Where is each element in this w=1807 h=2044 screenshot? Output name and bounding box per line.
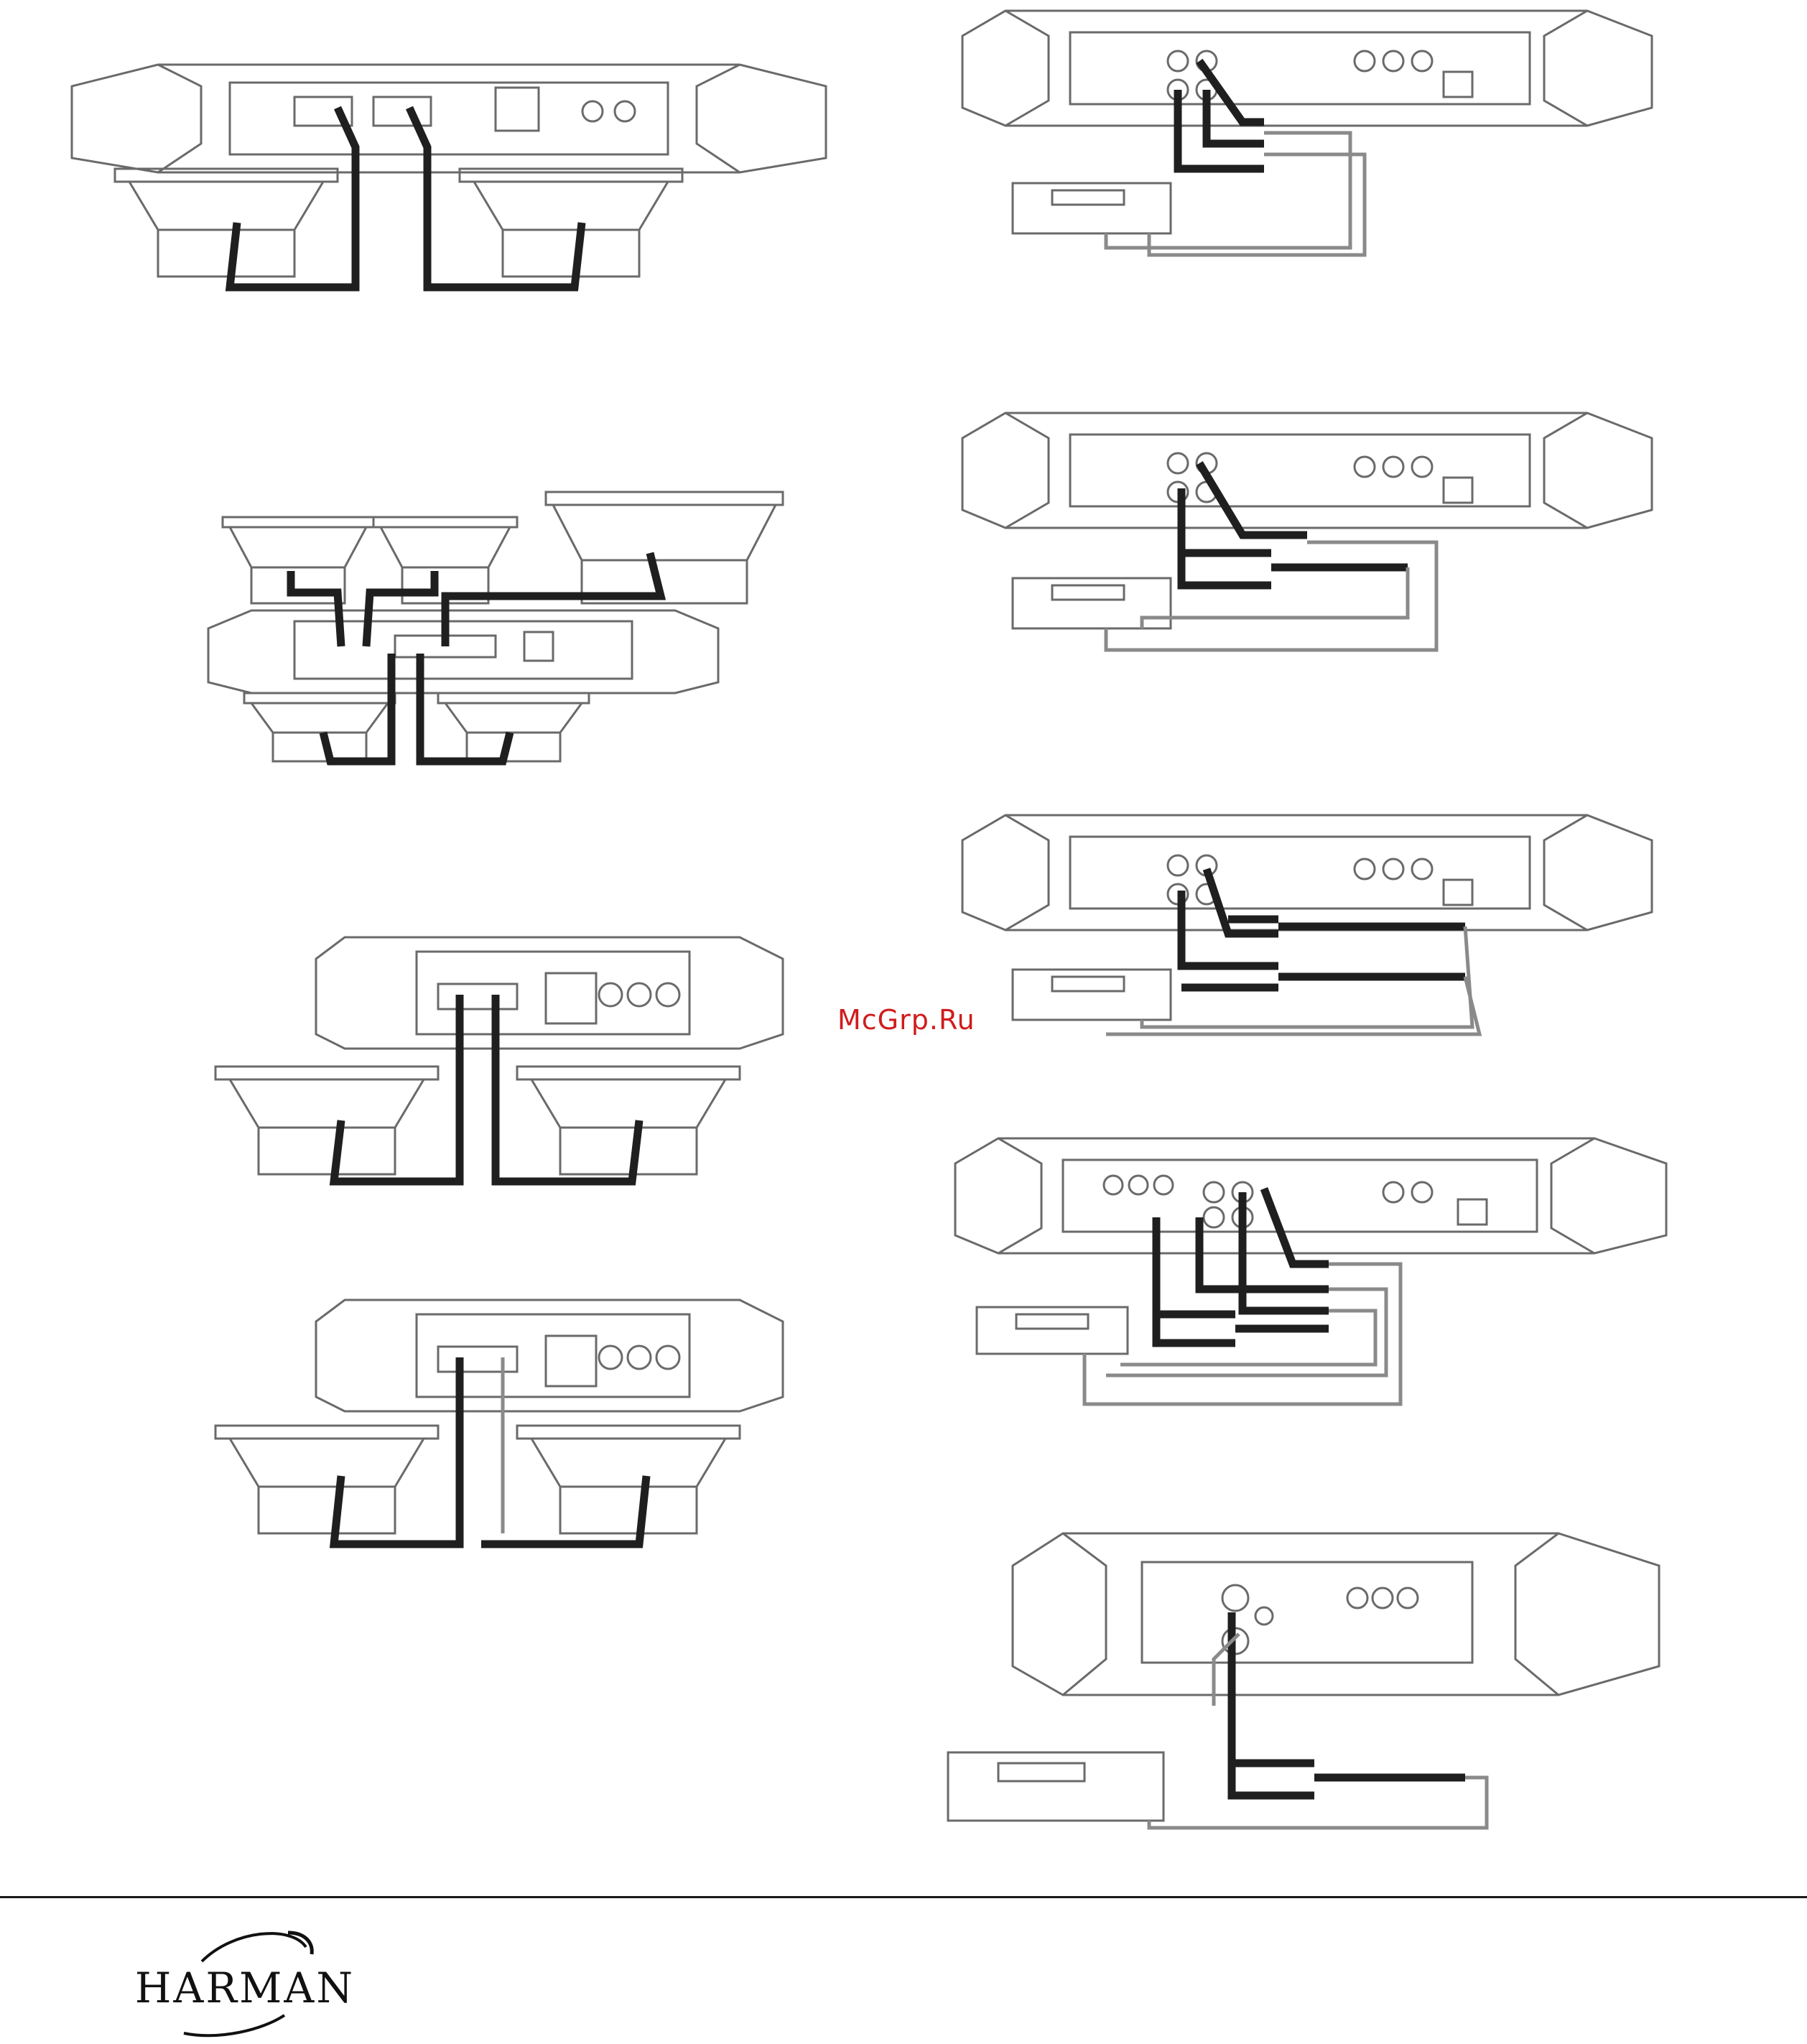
amplifier-icon: [962, 413, 1652, 528]
subwoofer-right-icon: [517, 1426, 740, 1533]
speaker-top-right-icon: [546, 492, 783, 603]
two-subwoofer-wiring-top-diagram: [108, 43, 826, 302]
rca-cable: [1178, 90, 1264, 169]
harman-logo-text: HARMAN: [134, 1964, 356, 2012]
head-unit-rca-dual-y-adapter-diagram: [962, 812, 1652, 1056]
amplifier-icon: [72, 65, 826, 172]
rca-cable: [1181, 891, 1278, 988]
speaker-wire: [334, 1357, 460, 1544]
two-subwoofer-wiring-bottom-diagram: [208, 1296, 783, 1555]
speaker-wire: [323, 654, 391, 761]
amplifier-icon: [1013, 1533, 1659, 1695]
head-unit-icon: [977, 1307, 1128, 1354]
rca-cable: [1207, 869, 1278, 934]
head-unit-icon: [1013, 578, 1171, 628]
head-unit-rca-mono-diagram: [941, 1523, 1666, 1839]
rca-cable: [1232, 1612, 1314, 1796]
amplifier-icon: [316, 1300, 783, 1411]
subwoofer-right-icon: [460, 169, 682, 277]
amplifier-icon: [208, 610, 718, 693]
speaker-wire: [420, 654, 510, 761]
rca-cable-light: [1106, 542, 1436, 650]
subwoofer-left-icon: [215, 1067, 438, 1174]
speaker-bottom-left-icon: [244, 693, 395, 761]
rca-cable: [1278, 926, 1465, 977]
head-unit-icon: [1013, 183, 1171, 233]
amplifier-icon: [316, 937, 783, 1049]
speaker-wire: [291, 571, 341, 646]
head-unit-icon: [1013, 970, 1171, 1020]
head-unit-rca-y-adapter-diagram: [962, 409, 1652, 661]
four-speaker-wiring-diagram: [215, 488, 790, 768]
speaker-wire: [409, 108, 582, 287]
head-unit-rca-four-channel-diagram: [962, 7, 1652, 259]
two-subwoofer-wiring-middle-diagram: [208, 934, 783, 1192]
watermark-text: McGrp.Ru: [837, 1004, 975, 1036]
rca-cable: [1199, 463, 1307, 535]
harman-logo: HARMAN: [134, 1922, 356, 2044]
amplifier-icon: [955, 1138, 1666, 1253]
head-unit-rca-six-channel-diagram: [955, 1135, 1666, 1422]
speaker-wire: [334, 995, 460, 1181]
subwoofer-left-icon: [115, 169, 338, 277]
rca-cable-light: [1149, 1778, 1487, 1828]
amplifier-icon: [962, 815, 1652, 930]
rca-cable-light: [1106, 133, 1350, 248]
footer-divider: [0, 1896, 1807, 1898]
subwoofer-right-icon: [517, 1067, 740, 1174]
head-unit-icon: [948, 1752, 1163, 1821]
amplifier-icon: [962, 11, 1652, 126]
subwoofer-left-icon: [215, 1426, 438, 1533]
speaker-wire: [230, 108, 356, 287]
rca-cable: [1199, 1192, 1329, 1311]
speaker-bottom-right-icon: [438, 693, 589, 761]
